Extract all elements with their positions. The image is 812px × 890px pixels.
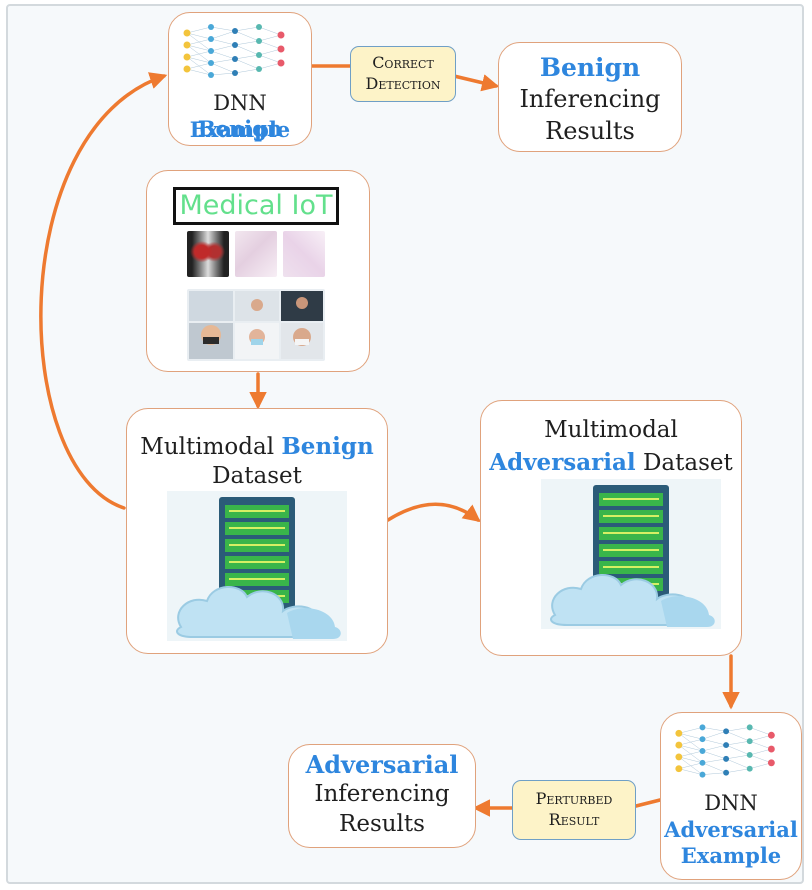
chest-xray-image <box>187 231 229 277</box>
benign-inferencing-results-box: Benign Inferencing Results <box>498 42 682 152</box>
neural-network-icon <box>675 724 775 778</box>
neural-network-icon <box>183 24 285 78</box>
dnn-benign-line2: Example <box>189 117 291 142</box>
adversarial-dataset-line1: Multimodal <box>544 417 678 443</box>
dnn-adversarial-line3: Example <box>680 843 782 868</box>
medical-iot-title: Medical IoT <box>173 187 339 225</box>
perturbed-result-line1: Perturbed <box>535 789 613 808</box>
arrow-correct-detection-to-benign-results <box>452 74 500 92</box>
dnn-adversarial-line2: Adversarial <box>664 817 798 842</box>
dnn-adversarial-line1: DNN <box>704 791 758 815</box>
adversarial-dataset-line2: Adversarial Dataset <box>489 449 733 476</box>
benign-dataset-line2: Dataset <box>212 463 302 489</box>
correct-detection-label: Correct Detection <box>350 46 456 102</box>
cloud-server-icon <box>541 479 721 629</box>
correct-detection-line2: Detection <box>365 74 441 93</box>
lung-scan-image <box>283 231 325 277</box>
medical-iot-box: Medical IoT <box>146 170 370 372</box>
dnn-adversarial-example-box: DNN Adversarial Example <box>660 712 802 880</box>
multimodal-adversarial-dataset-box: Multimodal Adversarial Dataset <box>480 400 742 656</box>
multimodal-benign-dataset-box: Multimodal Benign Dataset <box>126 408 388 654</box>
benign-results-line2: Inferencing <box>519 85 661 113</box>
cloud-server-icon <box>167 491 347 641</box>
dnn-benign-example-box: DNN Benign Example <box>168 12 312 146</box>
benign-results-highlight: Benign <box>539 53 641 82</box>
arrow-dnn-adversarial-to-perturbed <box>634 798 662 808</box>
perturbed-result-line2: Result <box>548 810 600 829</box>
perturbed-result-label: Perturbed Result <box>512 780 636 840</box>
arrow-benign-dataset-loop-to-dnn <box>39 72 168 510</box>
dnn-benign-line1: DNN Benign <box>197 91 283 142</box>
benign-dataset-line1: Multimodal Benign <box>140 433 374 460</box>
adversarial-results-line2: Inferencing <box>314 781 450 807</box>
benign-results-line3: Results <box>545 117 635 145</box>
adversarial-results-highlight: Adversarial <box>305 750 459 779</box>
adversarial-results-line3: Results <box>339 811 425 837</box>
adversarial-inferencing-results-box: Adversarial Inferencing Results <box>288 744 476 848</box>
lung-scan-image <box>235 231 277 277</box>
arrow-benign-to-adversarial-dataset <box>386 502 481 523</box>
correct-detection-line1: Correct <box>372 53 434 72</box>
masked-faces-collage-image <box>187 289 325 361</box>
